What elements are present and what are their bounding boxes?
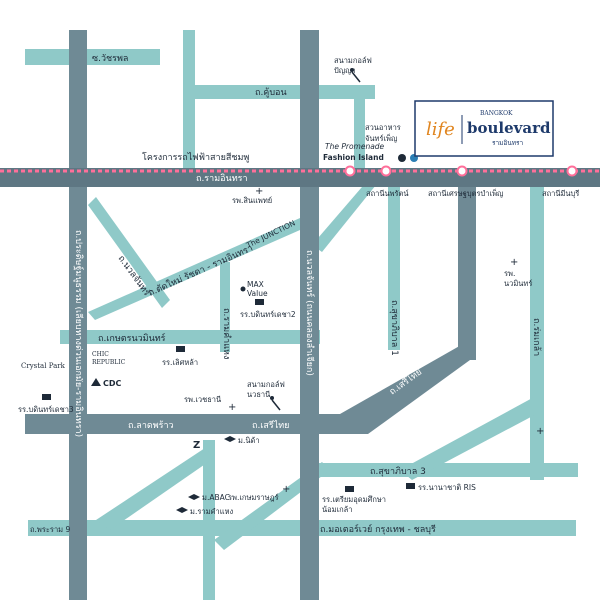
label-tat-mai: ถ.ตัดใหม่ รัชดา - รามอินทรา [147, 243, 255, 299]
label-pradit-manutham: ถ.ประดิษฐ์มนูธรรม (เลียบทางด่วนเอกมัย-รา… [73, 230, 85, 437]
label-abac: ม.ABAC [202, 493, 230, 502]
school-lertla-icon [176, 346, 185, 352]
golf-panya-line2: ปัญญา [334, 66, 356, 75]
vejthani-cross-icon: + [228, 402, 236, 413]
label-cdc: CDC [103, 379, 122, 388]
road-watcharaphon [25, 49, 160, 65]
sinphaet-cross-icon: + [255, 186, 263, 197]
nawamin-cross-icon: + [510, 257, 518, 268]
garden-line1: สวนอาหาร [365, 123, 401, 132]
brand-box [414, 100, 554, 157]
chic-republic-line1: CHIC [92, 351, 109, 358]
label-ram-univ: ม.รามคำแหง [190, 507, 234, 516]
label-expressway: ถ.นวลจันทร์ (ถนนคลองลำเจียก) [304, 250, 316, 376]
school-nawamin2-icon [255, 299, 264, 305]
station-setthabut [456, 165, 468, 177]
hosp-nawamin-line1: รพ. [504, 269, 515, 278]
brand-small: BANGKOK [480, 110, 513, 117]
label-station-3: สถานีมีนบุรี [542, 189, 579, 198]
golf-nawathani-line2: นวธานี [247, 390, 270, 399]
label-ku-bon: ถ.คู้บอน [255, 87, 287, 98]
label-rail: โครงการรถไฟฟ้าสายสีชมพู [142, 152, 249, 163]
golf-panya-line1: สนามกอล์ฟ [334, 56, 372, 65]
label-nida: ม.นิด้า [238, 436, 260, 445]
brand-name: boulevard [467, 119, 551, 137]
label-kaset-nawamin: ถ.เกษตรนวมินทร์ [98, 332, 166, 344]
station-minburi [566, 165, 578, 177]
max-value-line2: Value [247, 289, 268, 298]
road-vertical-nawamin [388, 180, 400, 350]
max-value-dot [240, 286, 246, 292]
secondary-roads [25, 30, 578, 600]
pink-line-rail [0, 165, 600, 187]
road-vertical-junction [220, 262, 230, 352]
station-nopparat [380, 165, 392, 177]
abac-icon [188, 494, 200, 500]
hosp-nawamin-line2: นวมินทร์ [504, 279, 532, 288]
road-diag-ladprao [96, 448, 214, 530]
label-school-bodin3: รร.บดินทร์เดชา3 [18, 405, 74, 414]
road-serithai-vertical [458, 180, 476, 360]
road-tat-mai [88, 218, 300, 320]
east-cross-icon: + [536, 426, 544, 437]
label-ladprao: ถ.ลาดพร้าว [128, 420, 174, 431]
label-serithai: ถ.เสรีไทย [252, 420, 289, 431]
ram-inthra-road [0, 168, 600, 187]
label-crystal-park: Crystal Park [21, 362, 66, 370]
fashion-island-script: The Promenade [325, 142, 385, 151]
road-diag-ramin [312, 180, 380, 252]
road-vertical-lower [203, 440, 215, 600]
label-station-1: สถานีนพรัตน์ [366, 189, 409, 198]
road-serithai-diag [340, 340, 470, 434]
label-school-lertla: รร.เลิศหล้า [162, 358, 198, 367]
label-vejthani: รพ.เวชธานี [184, 395, 221, 404]
golf-panya-icon [350, 68, 361, 83]
label-rama9: ถ.พระราม 9 [30, 525, 70, 534]
school-bodin3-icon [42, 394, 51, 400]
label-watcharaphon: ซ.วัชรพล [92, 54, 128, 64]
label-sukhaphiban-3: ถ.สุขาภิบาล 3 [370, 466, 426, 477]
road-vertical-1 [183, 30, 195, 180]
label-kasem: รพ.เกษมราษฎร์ [228, 493, 279, 502]
brand-script: life [426, 119, 455, 140]
label-school-ris: รร.นานาชาติ RIS [418, 483, 476, 492]
golf-nawathani-line1: สนามกอล์ฟ [247, 380, 285, 389]
school-trium-line1: รร.เตรียมอุดมศึกษา [322, 495, 386, 504]
brand-sub: รามอินทรา [492, 139, 524, 147]
road-ku-bon [185, 85, 375, 99]
garden-line2: จันทร์เพ็ญ [365, 133, 397, 143]
fashion-island-text: Fashion Island [323, 153, 384, 162]
road-diag-east [400, 396, 544, 480]
road-sukhaphiban-3 [318, 463, 578, 477]
label-school-nawamin2: รร.บดินทร์เดชา2 [240, 310, 296, 319]
ram-univ-icon [176, 507, 188, 513]
label-sukhaphiban-1: ถ.สุขาภิบาล 1 [389, 300, 400, 356]
logo-z-icon: Z [193, 440, 200, 451]
nida-icon [224, 436, 236, 442]
school-ris-icon [406, 483, 415, 489]
label-sinphaet: รพ.สินแพทย์ [232, 196, 272, 205]
road-kaset-nawamin [60, 330, 320, 344]
label-ram-inthra: ถ.รามอินทรา [196, 173, 248, 184]
school-trium-icon [345, 486, 354, 492]
kasem-cross-icon: + [282, 484, 290, 495]
label-station-2: สถานีเศรษฐบุตรบำเพ็ญ [428, 188, 503, 198]
label-rom-klao: ถ.ร่มเกล้า [531, 318, 542, 356]
golf-nawathani-icon [270, 396, 281, 411]
garden-icon [398, 154, 418, 162]
cdc-triangle-icon [91, 378, 101, 386]
road-nuanchan [88, 197, 170, 308]
road-vertical-golf [354, 86, 365, 186]
chic-republic-line2: REPUBLIC [92, 359, 126, 366]
label-ram-soi: ถ.รามคำแหง [221, 308, 232, 359]
max-value-line1: MAX [247, 280, 264, 289]
label-motorway: ถ.มอเตอร์เวย์ กรุงเทพ - ชลบุรี [320, 523, 436, 535]
road-ladprao [25, 414, 355, 434]
station-west [344, 165, 356, 177]
school-trium-line2: น้อมเกล้า [322, 505, 353, 514]
fashion-island-logo: The Promenade Fashion Island [323, 142, 385, 162]
life-boulevard-logo: life BANGKOK boulevard รามอินทรา [414, 100, 554, 157]
